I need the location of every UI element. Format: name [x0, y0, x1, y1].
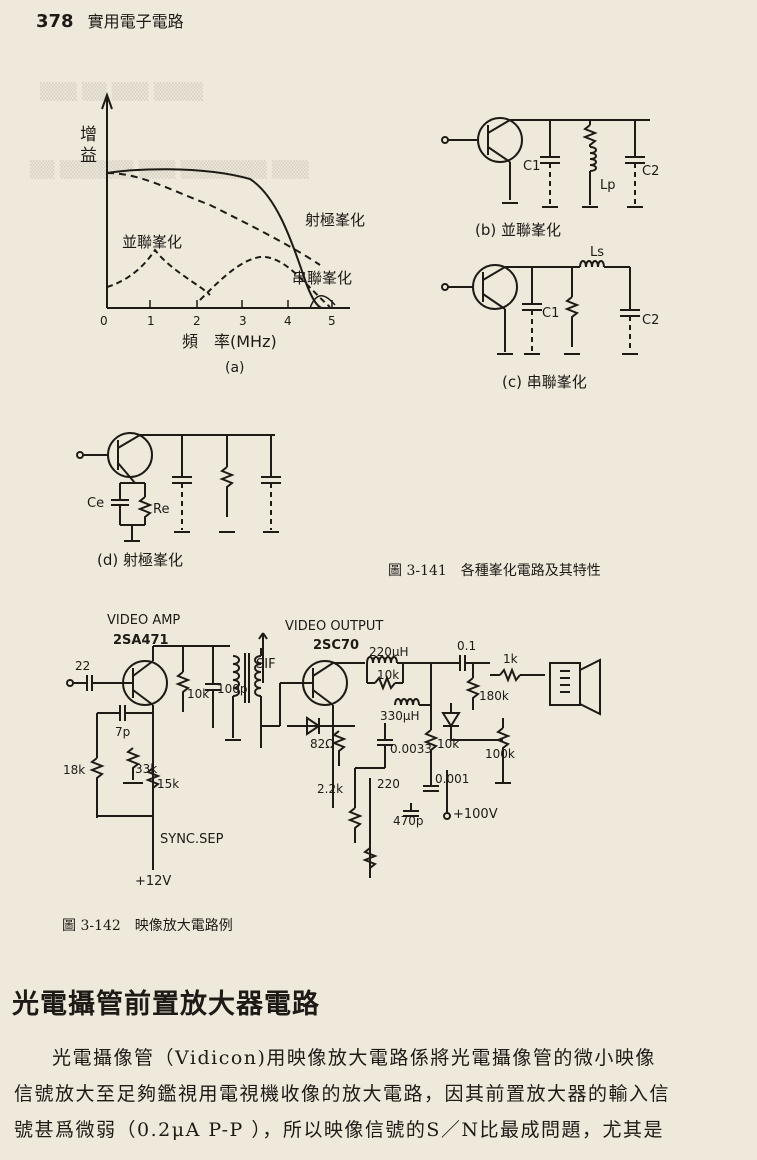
label-220: 220: [377, 777, 400, 791]
label-10k-b: 10k: [377, 668, 399, 682]
page-header: 378 實用電子電路: [36, 8, 184, 32]
circuit-c-series-peaking: Ls C1 C2 (c) 串聯峯化: [441, 245, 659, 391]
graph-ylabel-2: 益: [80, 146, 97, 166]
x-tick-0: 0: [100, 314, 108, 328]
bleed-through-text: ▒▒▒ ▒▒ ▒▒▒ ▒▒▒▒: [40, 82, 203, 101]
x-tick-2: 2: [193, 314, 201, 328]
graph-ticks: [149, 300, 333, 308]
graph-xlabel: 頻 率(MHz): [182, 332, 277, 351]
label-220uh: 220μH: [369, 645, 409, 659]
graph-panel-label: (a): [225, 360, 245, 376]
circuit-b-shunt-peaking: C1 Lp C2 (b) 並聯峯化: [441, 117, 659, 239]
label-0p0033: 0.0033: [390, 742, 432, 756]
label-sif: SIF: [256, 657, 276, 672]
response-curve-solid: [106, 168, 323, 309]
emitter-peaking-curve: [106, 172, 321, 266]
label-series-peaking: 串聯峯化: [292, 269, 352, 287]
label-470p: 470p: [393, 814, 424, 828]
label-emitter-peaking: 射極峯化: [305, 211, 365, 229]
x-tick-1: 1: [147, 314, 155, 328]
label-ce: Ce: [87, 496, 104, 511]
graph-y-arrow: [101, 92, 113, 110]
circuit-d-emitter-peaking: Ce Re (d) 射極峯化: [76, 432, 281, 569]
figure-141-caption: 圖 3-141 各種峯化電路及其特性: [388, 563, 601, 579]
label-22: 22: [75, 659, 90, 673]
circuit-d-label: (d) 射極峯化: [97, 551, 183, 569]
label-re: Re: [153, 502, 169, 517]
label-2sc70: 2SC70: [313, 638, 359, 653]
label-2sa471: 2SA471: [113, 633, 169, 648]
tail-curve: [309, 295, 336, 309]
circuit-b-label: (b) 並聯峯化: [475, 221, 561, 239]
label-10k-a: 10k: [187, 687, 209, 701]
circuit-c-label: (c) 串聯峯化: [502, 373, 587, 391]
figure-142-caption: 圖 3-142 映像放大電路例: [62, 918, 233, 934]
label-0p1: 0.1: [457, 639, 476, 653]
label-15k: 15k: [157, 777, 179, 791]
x-tick-3: 3: [239, 314, 247, 328]
label-sync-sep: SYNC.SEP: [160, 832, 224, 847]
graph-ylabel-1: 增: [80, 125, 97, 145]
label-10k-c: 10k: [437, 737, 459, 751]
body-paragraph-line-2: 信號放大至足夠鑑視用電視機收像的放大電路，因其前置放大器的輸入信: [14, 1083, 671, 1105]
video-amplifier-schematic: VIDEO AMP 2SA471 VIDEO OUTPUT 2SC70 SIF …: [63, 613, 601, 889]
label-video-output: VIDEO OUTPUT: [285, 619, 383, 634]
x-tick-5: 5: [328, 314, 336, 328]
label-lp: Lp: [600, 178, 616, 193]
label-c1: C1: [523, 159, 540, 174]
label-shunt-peaking: 並聯峯化: [122, 233, 182, 251]
shunt-peaking-curve: [106, 248, 211, 296]
label-7p: 7p: [115, 725, 130, 739]
label-0p001: 0.001: [435, 772, 469, 786]
label-ls: Ls: [590, 245, 604, 260]
label-33k: 33k: [135, 762, 157, 776]
x-tick-4: 4: [284, 314, 292, 328]
label-82ohm: 82Ω: [310, 737, 334, 751]
label-2p2k: 2.2k: [317, 782, 343, 796]
label-c2-series: C2: [642, 313, 659, 328]
series-peaking-curve: [199, 255, 331, 308]
label-c1-series: C1: [542, 306, 559, 321]
label-180k: 180k: [479, 689, 509, 703]
frequency-response-graph: 增 益 0 1 2 3 4 5 射極峯化 並聯峯化 串聯峯化 頻 率(MHz): [80, 92, 365, 376]
label-plus-100v: +100V: [453, 807, 498, 822]
label-18k: 18k: [63, 763, 85, 777]
body-paragraph-line-3: 號甚爲微弱（0.2μA P-P ），所以映像信號的S／N比最成問題，尤其是: [14, 1119, 664, 1141]
label-c2: C2: [642, 164, 659, 179]
label-video-amp: VIDEO AMP: [107, 613, 180, 628]
label-100p: 100p: [217, 682, 248, 696]
label-330uh: 330μH: [380, 709, 420, 723]
label-plus-12v: +12V: [135, 874, 171, 889]
section-title: 光電攝管前置放大器電路: [12, 989, 320, 1020]
book-title: 實用電子電路: [87, 12, 184, 31]
label-100k: 100k: [485, 747, 515, 761]
label-1k: 1k: [503, 652, 518, 666]
page-number: 378: [36, 11, 74, 32]
body-paragraph-line-1: 光電攝像管（Vidicon)用映像放大電路係將光電攝像管的微小映像: [52, 1047, 656, 1069]
